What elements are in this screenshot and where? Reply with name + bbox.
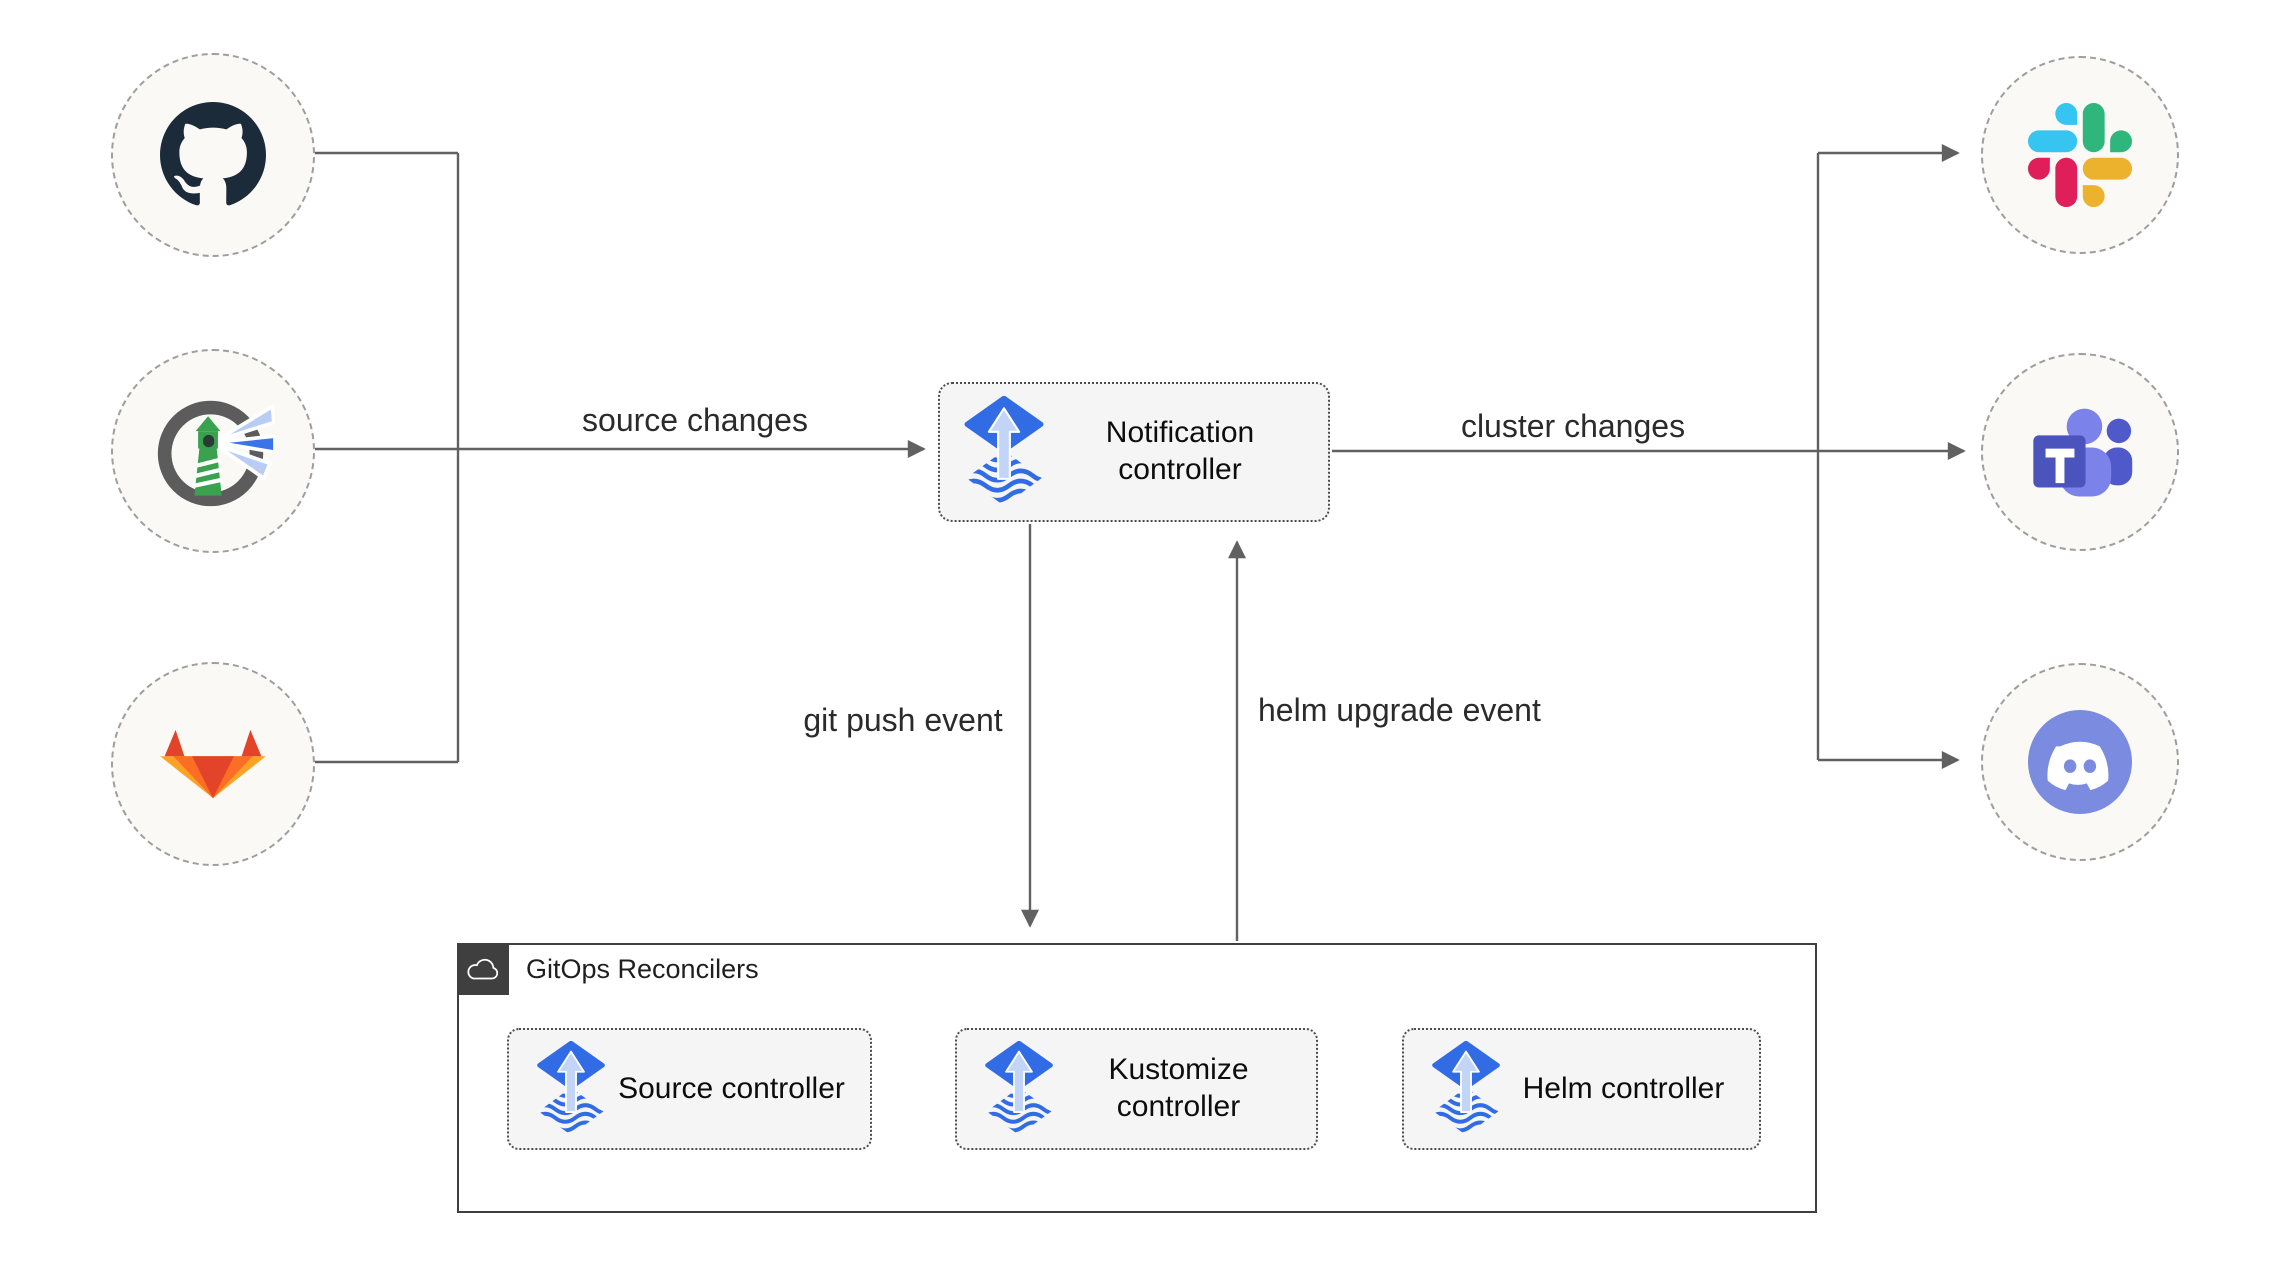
gitops-reconcilers-badge — [457, 943, 509, 995]
source-node-github — [111, 53, 315, 257]
cloud-icon — [467, 958, 499, 980]
node-source-controller: Source controller — [507, 1028, 872, 1150]
github-icon — [160, 102, 266, 206]
microsoft-teams-icon — [2033, 408, 2133, 497]
flux-icon — [983, 1041, 1055, 1137]
node-kustomize-controller: Kustomize controller — [955, 1028, 1318, 1150]
node-notification-controller: Notification controller — [938, 382, 1330, 522]
helm-controller-label: Helm controller — [1522, 1071, 1725, 1105]
source-node-gitlab — [111, 662, 315, 866]
flux-icon — [962, 396, 1046, 508]
edge-label-source-changes: source changes — [582, 402, 808, 438]
kustomize-controller-label: Kustomize controller — [1108, 1053, 1249, 1123]
notification-controller-label: Notification controller — [1105, 416, 1255, 486]
harbor-icon — [157, 400, 275, 507]
flux-icon — [1430, 1041, 1502, 1137]
edge-label-cluster-changes: cluster changes — [1460, 408, 1686, 444]
gitops-reconcilers-title: GitOps Reconcilers — [526, 954, 759, 984]
gitlab-icon — [160, 729, 266, 799]
slack-icon — [2028, 103, 2132, 207]
destination-node-slack — [1981, 56, 2179, 254]
node-helm-controller: Helm controller — [1402, 1028, 1761, 1150]
destination-node-discord — [1981, 663, 2179, 861]
edge-label-helm-upgrade-event: helm upgrade event — [1258, 692, 1541, 728]
destination-node-microsoft-teams — [1981, 353, 2179, 551]
edge-label-git-push-event: git push event — [803, 702, 1003, 738]
source-node-harbor — [111, 349, 315, 553]
discord-icon — [2028, 710, 2132, 814]
flux-icon — [535, 1041, 607, 1137]
source-controller-label: Source controller — [618, 1071, 845, 1105]
